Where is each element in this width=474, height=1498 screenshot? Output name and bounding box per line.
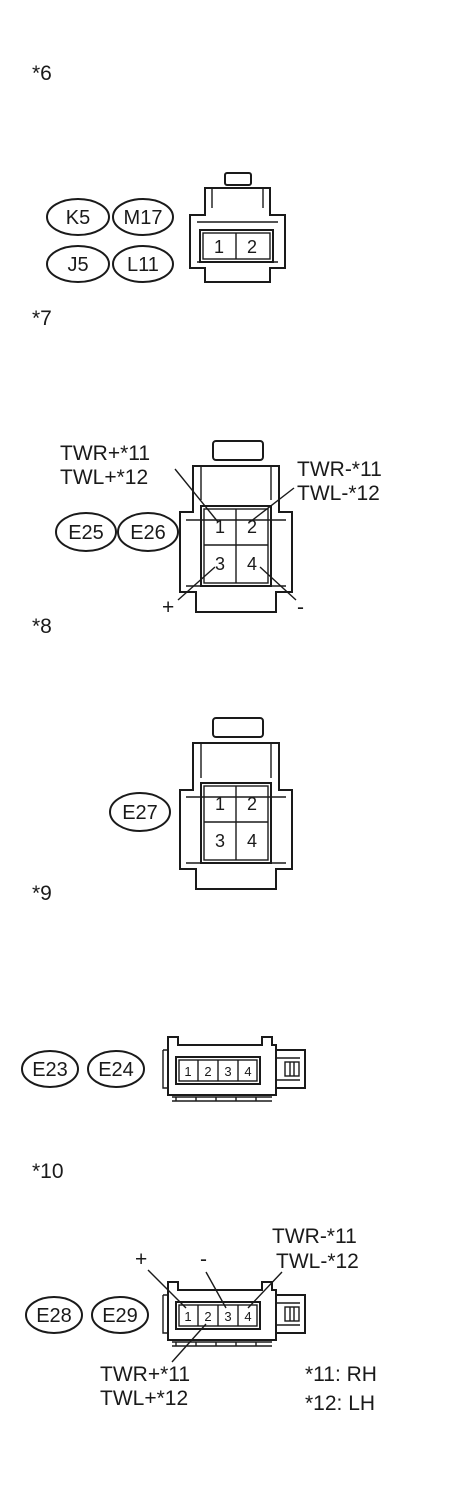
annotation-twr-plus: TWR+*11 bbox=[60, 442, 150, 465]
connector-code-e26: E26 bbox=[117, 512, 179, 552]
annotation-twr-minus: TWR-*11 bbox=[297, 458, 382, 481]
svg-text:E27: E27 bbox=[122, 802, 158, 824]
annotation-minus: - bbox=[200, 1248, 207, 1271]
pin-4: 4 bbox=[244, 1309, 251, 1324]
section-label-10: *10 bbox=[32, 1160, 64, 1183]
pin-3: 3 bbox=[215, 831, 225, 851]
section-label-6: *6 bbox=[32, 62, 52, 85]
connector-4pin-drawing: 1 2 3 4 bbox=[179, 717, 293, 890]
svg-text:L11: L11 bbox=[127, 254, 159, 276]
leader-line bbox=[147, 1269, 187, 1309]
connector-code-e27: E27 bbox=[109, 792, 171, 832]
pin-2: 2 bbox=[247, 237, 257, 257]
connector-code-e23: E23 bbox=[21, 1050, 79, 1088]
pin-3: 3 bbox=[224, 1309, 231, 1324]
leader-line bbox=[177, 566, 216, 601]
pin-3: 3 bbox=[215, 554, 225, 574]
pin-4: 4 bbox=[244, 1064, 251, 1079]
leader-line bbox=[174, 468, 219, 523]
svg-text:E29: E29 bbox=[102, 1305, 138, 1327]
annotation-minus: - bbox=[297, 596, 304, 619]
connector-code-m17: M17 bbox=[112, 198, 174, 236]
annotation-plus: + bbox=[162, 596, 174, 619]
pin-2: 2 bbox=[247, 517, 257, 537]
note-rh: *11: RH bbox=[305, 1363, 377, 1386]
pin-1: 1 bbox=[215, 517, 225, 537]
connector-2pin-drawing: 1 2 bbox=[189, 172, 286, 283]
annotation-twl-minus: TWL-*12 bbox=[276, 1250, 359, 1273]
svg-text:K5: K5 bbox=[66, 207, 90, 229]
pin-2: 2 bbox=[247, 794, 257, 814]
svg-text:E26: E26 bbox=[130, 522, 166, 544]
svg-text:J5: J5 bbox=[67, 254, 88, 276]
leader-line bbox=[259, 566, 297, 601]
pin-2: 2 bbox=[204, 1309, 211, 1324]
svg-text:E24: E24 bbox=[98, 1059, 134, 1081]
pin-4: 4 bbox=[247, 554, 257, 574]
connector-code-l11: L11 bbox=[112, 245, 174, 283]
leader-line bbox=[171, 1323, 207, 1363]
pin-1: 1 bbox=[184, 1309, 191, 1324]
connector-code-e29: E29 bbox=[91, 1296, 149, 1334]
svg-text:E23: E23 bbox=[32, 1059, 68, 1081]
annotation-twr-minus: TWR-*11 bbox=[272, 1225, 357, 1248]
connector-code-e28: E28 bbox=[25, 1296, 83, 1334]
annotation-twr-plus: TWR+*11 bbox=[100, 1363, 190, 1386]
annotation-plus: + bbox=[135, 1248, 147, 1271]
leader-line bbox=[249, 487, 295, 523]
svg-text:E25: E25 bbox=[68, 522, 104, 544]
leader-line bbox=[205, 1271, 227, 1309]
section-label-7: *7 bbox=[32, 307, 52, 330]
connector-code-e24: E24 bbox=[87, 1050, 145, 1088]
leader-line bbox=[247, 1271, 283, 1309]
section-label-8: *8 bbox=[32, 615, 52, 638]
connector-code-k5: K5 bbox=[46, 198, 110, 236]
pin-1: 1 bbox=[215, 794, 225, 814]
pin-4: 4 bbox=[247, 831, 257, 851]
section-label-9: *9 bbox=[32, 882, 52, 905]
annotation-twl-plus: TWL+*12 bbox=[60, 466, 148, 489]
connector-code-j5: J5 bbox=[46, 245, 110, 283]
connector-4pin-drawing: 1 2 3 4 bbox=[179, 440, 293, 613]
pin-1: 1 bbox=[184, 1064, 191, 1079]
annotation-twl-minus: TWL-*12 bbox=[297, 482, 380, 505]
svg-text:M17: M17 bbox=[124, 207, 163, 229]
svg-text:E28: E28 bbox=[36, 1305, 72, 1327]
connector-4pin-horizontal-drawing: 1 2 3 4 bbox=[162, 1036, 306, 1102]
connector-4pin-horizontal-drawing: 1 2 3 4 bbox=[162, 1281, 306, 1347]
pin-1: 1 bbox=[214, 237, 224, 257]
pin-2: 2 bbox=[204, 1064, 211, 1079]
connector-code-e25: E25 bbox=[55, 512, 117, 552]
annotation-twl-plus: TWL+*12 bbox=[100, 1387, 188, 1410]
note-lh: *12: LH bbox=[305, 1392, 375, 1415]
pin-3: 3 bbox=[224, 1064, 231, 1079]
